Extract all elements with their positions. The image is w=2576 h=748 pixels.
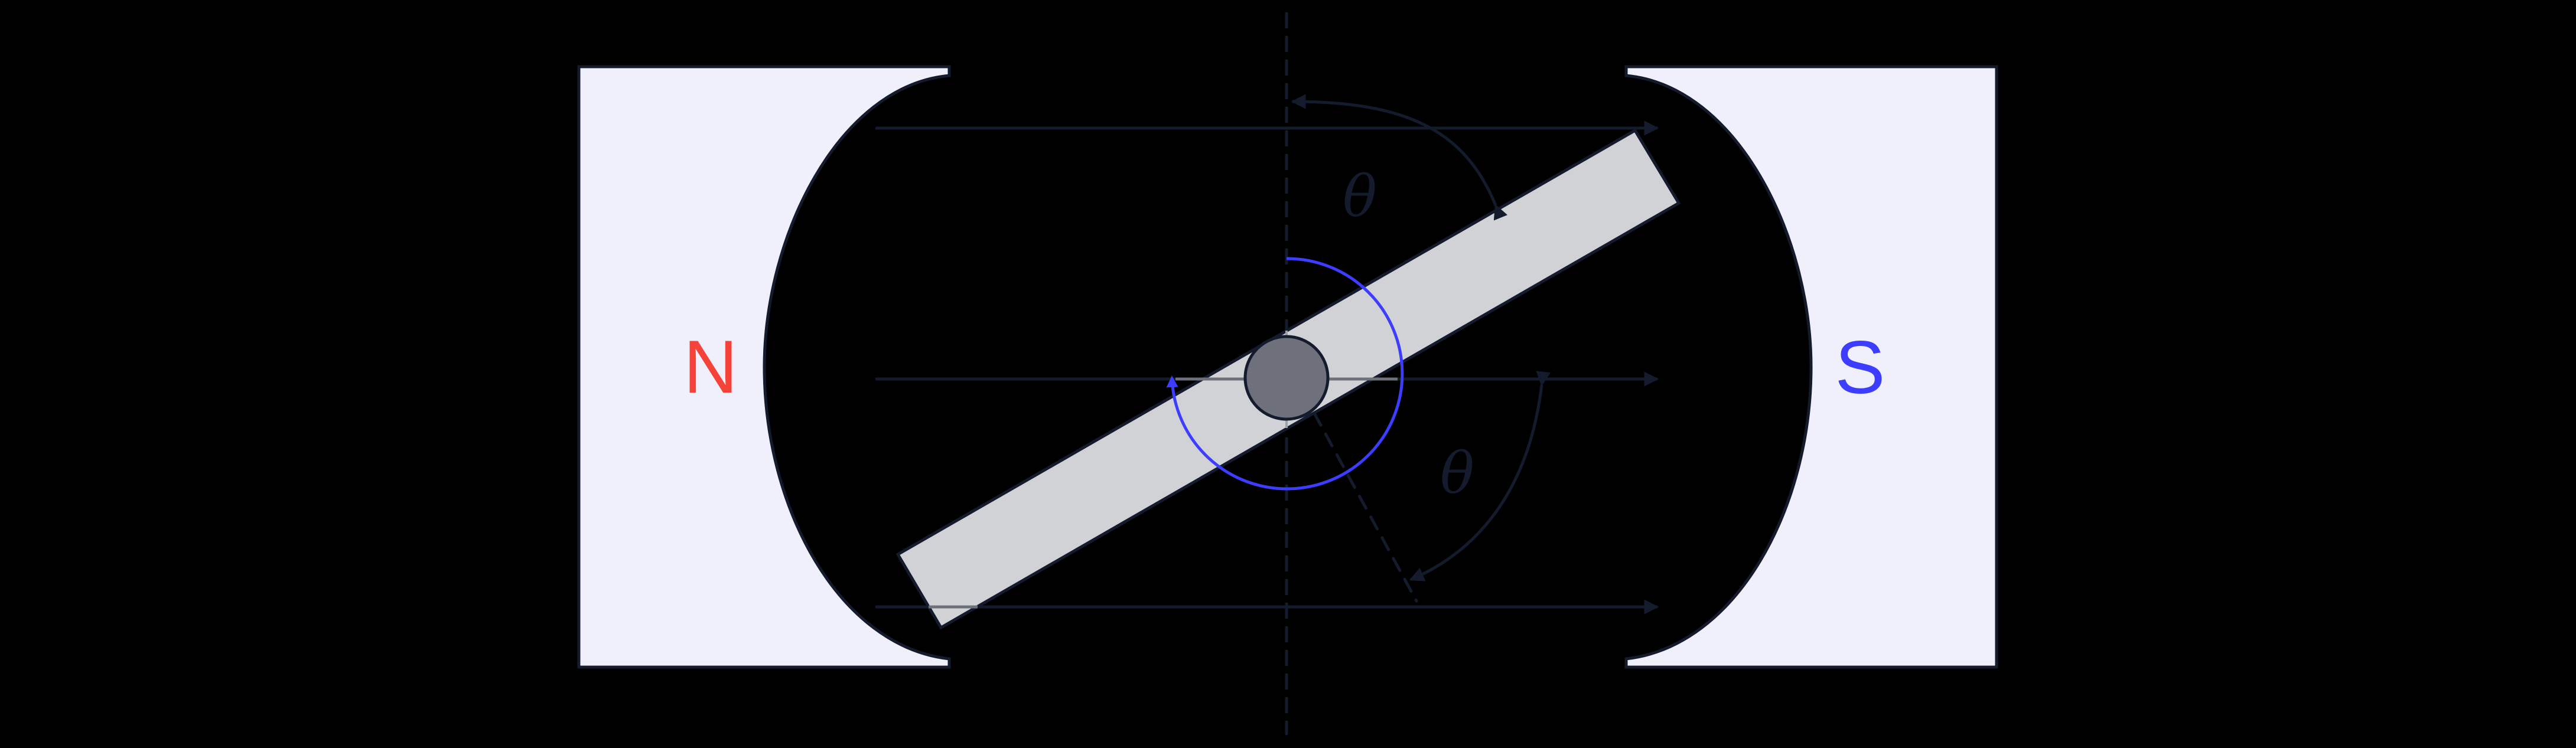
south-pole-label: S xyxy=(1835,325,1885,409)
north-pole-label: N xyxy=(683,325,738,409)
bar-normal-line xyxy=(1313,411,1418,603)
lower-angle-label: θ xyxy=(1440,440,1474,507)
pivot xyxy=(1243,335,1330,421)
north-magnet xyxy=(577,65,951,669)
lower-angle-arc xyxy=(1409,371,1551,582)
south-magnet xyxy=(1624,65,1998,669)
upper-angle-arc xyxy=(1291,94,1508,221)
south-pole-body xyxy=(1624,65,1998,669)
rotation-arrow xyxy=(1166,257,1404,491)
upper-angle-label: θ xyxy=(1343,164,1377,230)
north-pole-body xyxy=(577,65,951,669)
